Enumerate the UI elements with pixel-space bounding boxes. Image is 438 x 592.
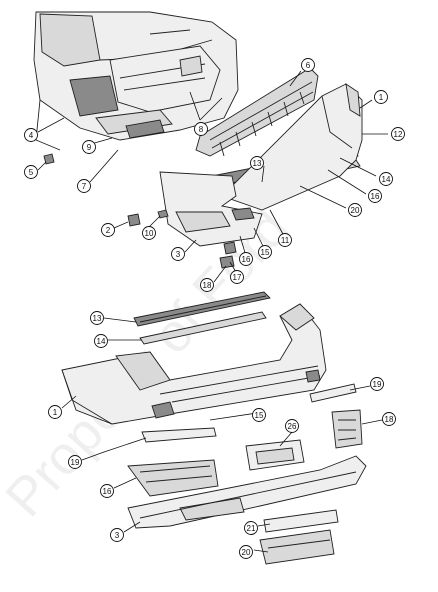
bumper-fascia-main (61, 303, 327, 425)
skid-plate-21 (263, 509, 339, 533)
svg-text:18: 18 (203, 281, 212, 290)
callout-5: 5 (24, 165, 38, 179)
svg-text:26: 26 (288, 422, 297, 431)
callout-13-bottom: 13 (90, 311, 104, 325)
callout-10: 10 (142, 226, 156, 240)
lower-bracket-16 (127, 459, 219, 497)
svg-text:5: 5 (29, 168, 34, 177)
svg-text:16: 16 (242, 255, 251, 264)
callout-20-top: 20 (348, 203, 362, 217)
svg-text:20: 20 (242, 548, 251, 557)
svg-text:16: 16 (103, 487, 112, 496)
callout-26: 26 (285, 419, 299, 433)
callout-7: 7 (77, 179, 91, 193)
callout-1-bottom: 1 (48, 405, 62, 419)
callout-12: 12 (391, 127, 405, 141)
tow-cover-20 (259, 529, 335, 565)
svg-text:7: 7 (82, 182, 87, 191)
svg-text:18: 18 (385, 415, 394, 424)
callout-15-bottom: 15 (252, 408, 266, 422)
callout-3-top: 3 (171, 247, 185, 261)
callout-17: 17 (230, 270, 244, 284)
svg-text:17: 17 (233, 273, 242, 282)
svg-text:3: 3 (176, 250, 181, 259)
callout-9: 9 (82, 140, 96, 154)
bracket-part-2 (127, 213, 141, 227)
callout-16-top: 16 (239, 252, 253, 266)
svg-text:14: 14 (97, 337, 106, 346)
lower-valance-3 (127, 455, 367, 529)
bumper-fascia-top (221, 83, 363, 211)
callout-20-bottom: 20 (239, 545, 253, 559)
svg-text:14: 14 (382, 175, 391, 184)
svg-text:2: 2 (106, 226, 111, 235)
svg-text:10: 10 (145, 229, 154, 238)
push-pin-10 (157, 209, 169, 219)
callout-18-bottom: 18 (382, 412, 396, 426)
callout-16-bottom: 16 (100, 484, 114, 498)
svg-text:12: 12 (394, 130, 403, 139)
svg-text:1: 1 (53, 408, 58, 417)
svg-text:1: 1 (379, 93, 384, 102)
clip-17 (223, 241, 237, 255)
upper-fascia-trim-14 (139, 311, 267, 345)
svg-text:3: 3 (115, 531, 120, 540)
callout-3-bottom: 3 (110, 528, 124, 542)
svg-text:13: 13 (253, 159, 262, 168)
svg-text:8: 8 (199, 125, 204, 134)
svg-text:15: 15 (261, 248, 270, 257)
side-bracket-18 (331, 409, 363, 449)
callout-14-bottom: 14 (94, 334, 108, 348)
callout-13-top: 13 (250, 156, 264, 170)
callout-18-top: 18 (200, 278, 214, 292)
reflector-19-left (141, 427, 217, 443)
callout-16-right: 16 (368, 189, 382, 203)
callout-19-left: 19 (68, 455, 82, 469)
svg-text:20: 20 (351, 206, 360, 215)
leader-lines-bottom (61, 317, 383, 553)
svg-text:15: 15 (255, 411, 264, 420)
svg-text:9: 9 (87, 143, 92, 152)
svg-text:21: 21 (247, 524, 256, 533)
callout-4: 4 (24, 128, 38, 142)
svg-text:11: 11 (281, 236, 290, 245)
svg-text:19: 19 (71, 458, 80, 467)
svg-text:19: 19 (373, 380, 382, 389)
callout-1-top: 1 (374, 90, 388, 104)
lower-valance-top (159, 171, 263, 247)
callout-14-top: 14 (379, 172, 393, 186)
fastener-18 (219, 255, 235, 269)
svg-text:6: 6 (306, 61, 311, 70)
svg-text:13: 13 (93, 314, 102, 323)
reflector-19-right (309, 383, 357, 403)
callout-8: 8 (194, 122, 208, 136)
svg-text:4: 4 (29, 131, 34, 140)
hitch-cover-26 (245, 439, 305, 471)
upper-fascia-trim-13 (133, 291, 271, 327)
callout-2: 2 (101, 223, 115, 237)
screw-5 (43, 153, 55, 165)
callout-15-top: 15 (258, 245, 272, 259)
callout-21: 21 (244, 521, 258, 535)
callout-11: 11 (278, 233, 292, 247)
svg-text:16: 16 (371, 192, 380, 201)
callout-6: 6 (301, 58, 315, 72)
callout-19-right: 19 (370, 377, 384, 391)
